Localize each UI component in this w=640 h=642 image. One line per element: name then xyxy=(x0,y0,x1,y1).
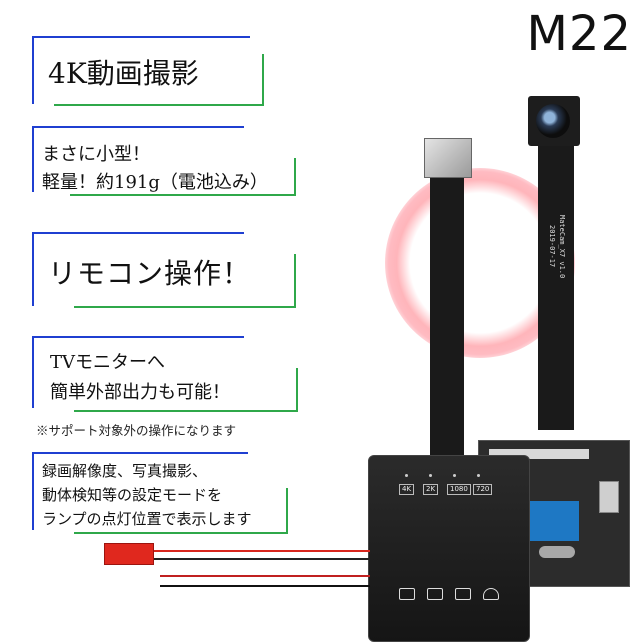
battery-icon xyxy=(455,588,471,600)
ribbon-date: 2019-07-17 xyxy=(548,225,556,268)
power-connector xyxy=(104,543,154,565)
support-note: ※サポート対象外の操作になります xyxy=(36,423,237,438)
feature-lamp-line1: 録画解像度、写真撮影、 xyxy=(42,462,208,480)
ribbon-cable-right xyxy=(538,140,574,430)
lens-icon xyxy=(536,104,570,138)
feature-remote-text: リモコン操作！ xyxy=(48,257,252,290)
res-label-4k: 4K xyxy=(399,484,415,495)
photo-icon xyxy=(399,588,415,600)
feature-lamp-line3: ランプの点灯位置で表示します xyxy=(42,510,252,528)
feature-compact-line2: 軽量！約191g（電池込み） xyxy=(42,172,268,193)
feature-tv-line2: 簡単外部出力も可能！ xyxy=(50,382,230,403)
black-wire-2 xyxy=(160,585,370,587)
feature-compact-line1: まさに小型！ xyxy=(42,144,150,165)
led-1080 xyxy=(453,474,456,477)
wifi-icon xyxy=(483,588,499,600)
led-4k xyxy=(405,474,408,477)
feature-4k-text: 4K動画撮影 xyxy=(48,57,199,90)
model-name: M22 xyxy=(526,6,632,62)
res-label-1080: 1080 xyxy=(447,484,471,495)
res-label-2k: 2K xyxy=(423,484,439,495)
image-sensor xyxy=(424,138,472,178)
black-wire xyxy=(150,558,370,560)
ribbon-label: MateCam_X7 v1.0 xyxy=(558,215,566,279)
led-720 xyxy=(477,474,480,477)
feature-tv-line1: TVモニターへ xyxy=(50,352,166,373)
red-wire xyxy=(150,550,370,552)
feature-lamp-line2: 動体検知等の設定モードを xyxy=(42,486,223,504)
motion-icon xyxy=(427,588,443,600)
ribbon-cable-left xyxy=(430,170,464,470)
battery-box: 4K 2K 1080 720 xyxy=(368,455,530,642)
led-2k xyxy=(429,474,432,477)
res-label-720: 720 xyxy=(473,484,493,495)
red-wire-2 xyxy=(160,575,370,577)
